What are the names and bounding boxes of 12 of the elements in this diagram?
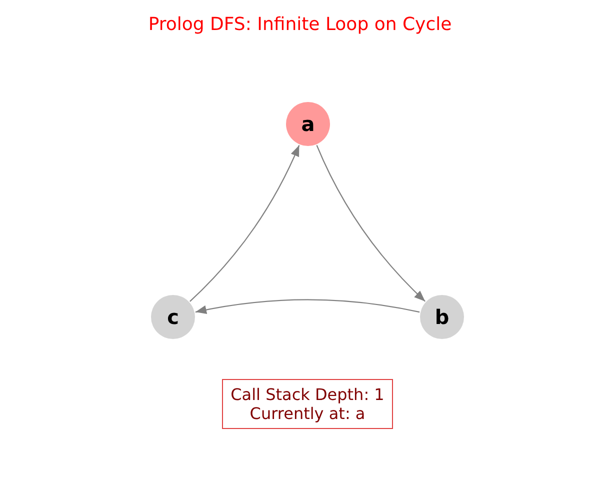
graph-node [151,295,195,339]
status-text: Call Stack Depth: 1 Currently at: a [230,385,386,423]
graph-node [420,295,464,339]
status-box [222,379,393,429]
node-label: b [434,305,450,329]
arrow [190,145,300,302]
arrow [195,299,420,314]
diagram-title: Prolog DFS: Infinite Loop on Cycle [147,14,453,35]
node-label: c [167,305,179,329]
arrow [316,145,426,302]
node-label: a [301,112,315,136]
graph-node [286,102,330,146]
